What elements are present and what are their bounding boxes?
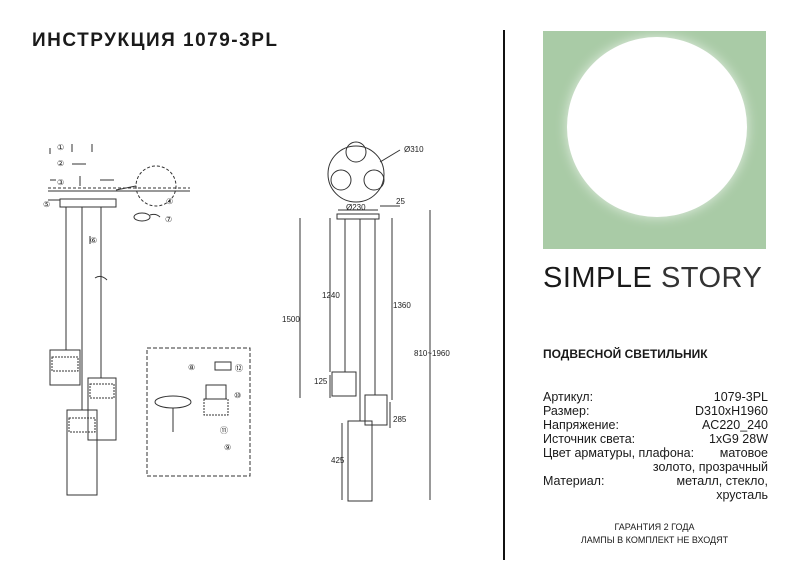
spec-label-color: Цвет арматуры, плафона:	[543, 446, 695, 460]
dim-d230: Ø230	[346, 203, 366, 212]
assembly-diagram: ① ② ③ ④ ⑤ ⑥ ⑦ ⑧ ⑨ ⑩ ⑪ ⑫	[43, 141, 450, 502]
brand-name: SIMPLE STORY	[543, 262, 762, 295]
spec-value-color-2: золото, прозрачный	[652, 460, 768, 474]
brand-name-part2: STORY	[660, 262, 763, 294]
step-10-label: ⑩	[234, 391, 241, 400]
spec-label-size: Размер:	[543, 404, 590, 418]
step-9-label: ⑨	[224, 443, 231, 452]
dim-1500: 1500	[282, 315, 300, 324]
page-title: ИНСТРУКЦИЯ 1079-3PL	[32, 30, 279, 51]
logo-circle	[567, 37, 747, 217]
step-6-label: ⑥	[90, 236, 97, 245]
step-8-label: ⑧	[188, 363, 195, 372]
dim-810-1960: 810~1960	[414, 349, 450, 358]
spec-value-material-1: металл, стекло,	[676, 474, 768, 488]
dim-285: 285	[393, 415, 407, 424]
spec-value-article: 1079-3PL	[713, 390, 768, 404]
spec-value-voltage: AC220_240	[701, 418, 768, 432]
vertical-divider	[503, 30, 505, 560]
spec-label-material: Материал:	[543, 474, 605, 488]
spec-label-article: Артикул:	[543, 390, 594, 404]
step-1-label: ①	[57, 143, 64, 152]
step-12-label: ⑫	[235, 364, 243, 373]
spec-label-light-source: Источник света:	[543, 432, 636, 446]
step-11-label: ⑪	[220, 426, 228, 435]
dim-1240: 1240	[322, 291, 340, 300]
dim-425: 425	[331, 456, 345, 465]
step-7-label: ⑦	[165, 215, 172, 224]
dim-1360: 1360	[393, 301, 411, 310]
spec-label-voltage: Напряжение:	[543, 418, 619, 432]
dim-25: 25	[396, 197, 405, 206]
dim-d310: Ø310	[404, 145, 424, 154]
footer-warranty: ГАРАНТИЯ 2 ГОДА	[614, 522, 695, 532]
brand-logo	[543, 31, 766, 249]
brand-name-part1: SIMPLE	[543, 262, 653, 294]
dim-125: 125	[314, 377, 328, 386]
step-4-label: ④	[166, 197, 173, 206]
footer-lamps-note: ЛАМПЫ В КОМПЛЕКТ НЕ ВХОДЯТ	[580, 535, 729, 545]
spec-value-light-source: 1хG9 28W	[708, 432, 768, 446]
product-type: ПОДВЕСНОЙ СВЕТИЛЬНИК	[543, 347, 708, 361]
step-5-label: ⑤	[43, 200, 50, 209]
spec-value-size: D310хH1960	[695, 404, 768, 418]
step-3-label: ③	[57, 178, 64, 187]
spec-value-color-1: матовое	[719, 446, 768, 460]
step-2-label: ②	[57, 159, 64, 168]
spec-value-material-2: хрусталь	[716, 488, 768, 502]
